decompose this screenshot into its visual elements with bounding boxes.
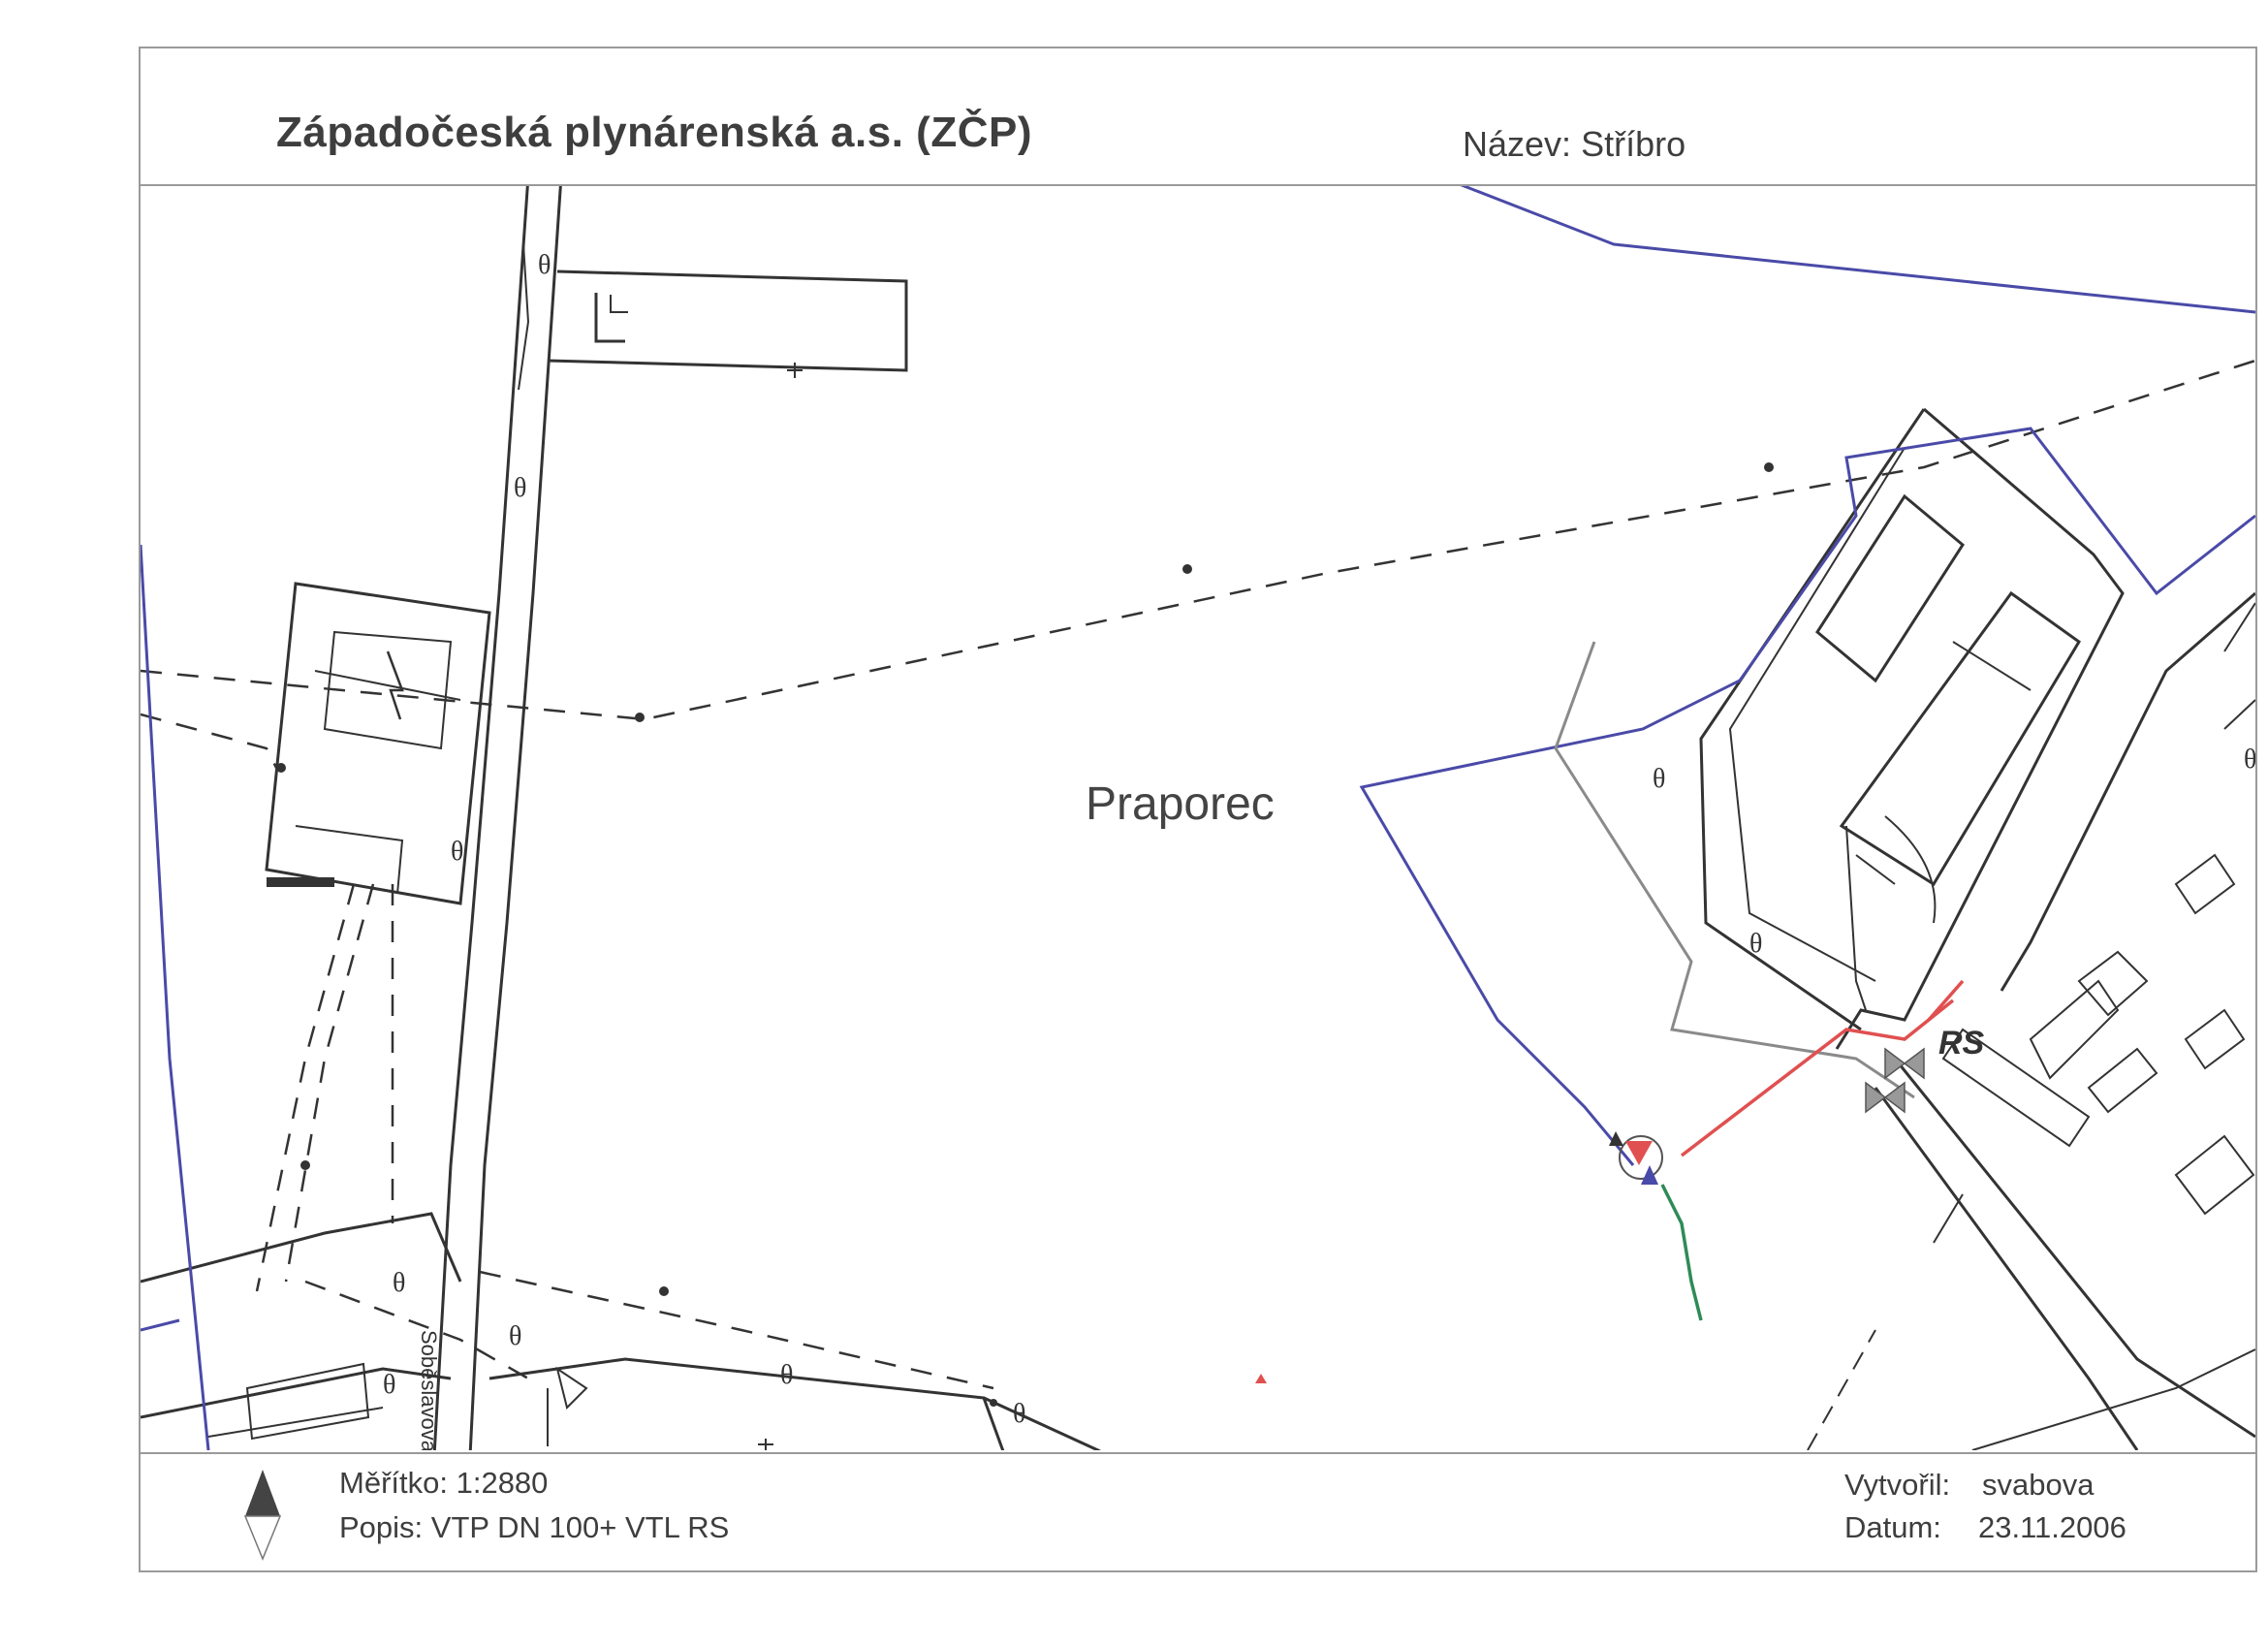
road-edge-left [432,186,529,1450]
building-inner-2 [1815,493,1965,683]
grey-line [1554,641,1915,1099]
transformer-icon [386,650,404,720]
parcel-boundary-east [1359,427,2255,1166]
dashed-line-north [141,359,2255,721]
svg-text:θ: θ [538,250,551,280]
company-title: Západočeská plynárenská a.s. (ZČP) [276,109,1032,156]
complex-east-outline [1835,407,2125,1050]
svg-text:θ: θ [1749,929,1762,959]
svg-text:θ: θ [514,473,526,503]
svg-text:θ: θ [393,1268,405,1298]
map-sheet: Západočeská plynárenská a.s. (ZČP) Název… [139,47,2257,1572]
map-header: Západočeská plynárenská a.s. (ZČP) Název… [141,48,2255,186]
description-value: VTP DN 100+ VTL RS [430,1510,730,1544]
parcel-boundary-north [1460,186,2255,314]
place-label: Praporec [1086,778,1275,830]
svg-text:θ: θ [383,1370,395,1400]
map-drawing: θ θ θ θ θ θ θ θ θ θ θ [141,186,2255,1450]
description-label: Popis: [339,1510,424,1544]
map-name-value: Stříbro [1581,124,1686,164]
regulator-station-icon [1865,1047,1925,1114]
svg-text:θ: θ [2244,745,2255,775]
map-name-label: Název: [1463,124,1572,164]
date-label: Datum: [1844,1510,1941,1544]
scale-text: Měřítko: 1:2880 [339,1466,548,1501]
road-edge-right [468,186,562,1450]
block-southwest [141,1212,462,1284]
scale-label: Měřítko: [339,1466,448,1500]
scale-value: 1:2880 [456,1466,549,1500]
parcel-boundary-west [141,544,210,1450]
valve-icon [1609,1131,1663,1185]
svg-text:θ: θ [451,837,463,867]
date-value: 23.11.2006 [1978,1510,2126,1544]
map-footer: Měřítko: 1:2880 Popis: VTP DN 100+ VTL R… [141,1452,2255,1570]
dashed-line-west [141,713,278,769]
svg-text:θ: θ [1653,764,1665,794]
road-inner-line [518,243,530,391]
building-north [547,269,908,372]
road-southeast [1893,1058,2255,1439]
station-label: RS [1938,1025,1985,1062]
svg-text:θ: θ [780,1360,793,1390]
building-west [265,582,491,905]
dashed-line-south [479,1270,994,1390]
author-value: svabova [1982,1468,2095,1502]
map-name: Název: Stříbro [1463,124,1685,165]
cadastral-map: θ θ θ θ θ θ θ θ θ θ θ Praporec [141,186,2255,1450]
building-inner-1 [1839,590,2081,887]
svg-text:θ: θ [1013,1399,1025,1429]
svg-text:θ: θ [509,1321,521,1351]
street-label: Soběslavova [417,1330,441,1450]
north-arrow-icon [243,1470,282,1561]
building-north-detail [594,293,625,343]
gas-pipe-green [1660,1184,1703,1321]
description-text: Popis: VTP DN 100+ VTL RS [339,1510,729,1545]
author-label: Vytvořil: [1844,1468,1951,1502]
